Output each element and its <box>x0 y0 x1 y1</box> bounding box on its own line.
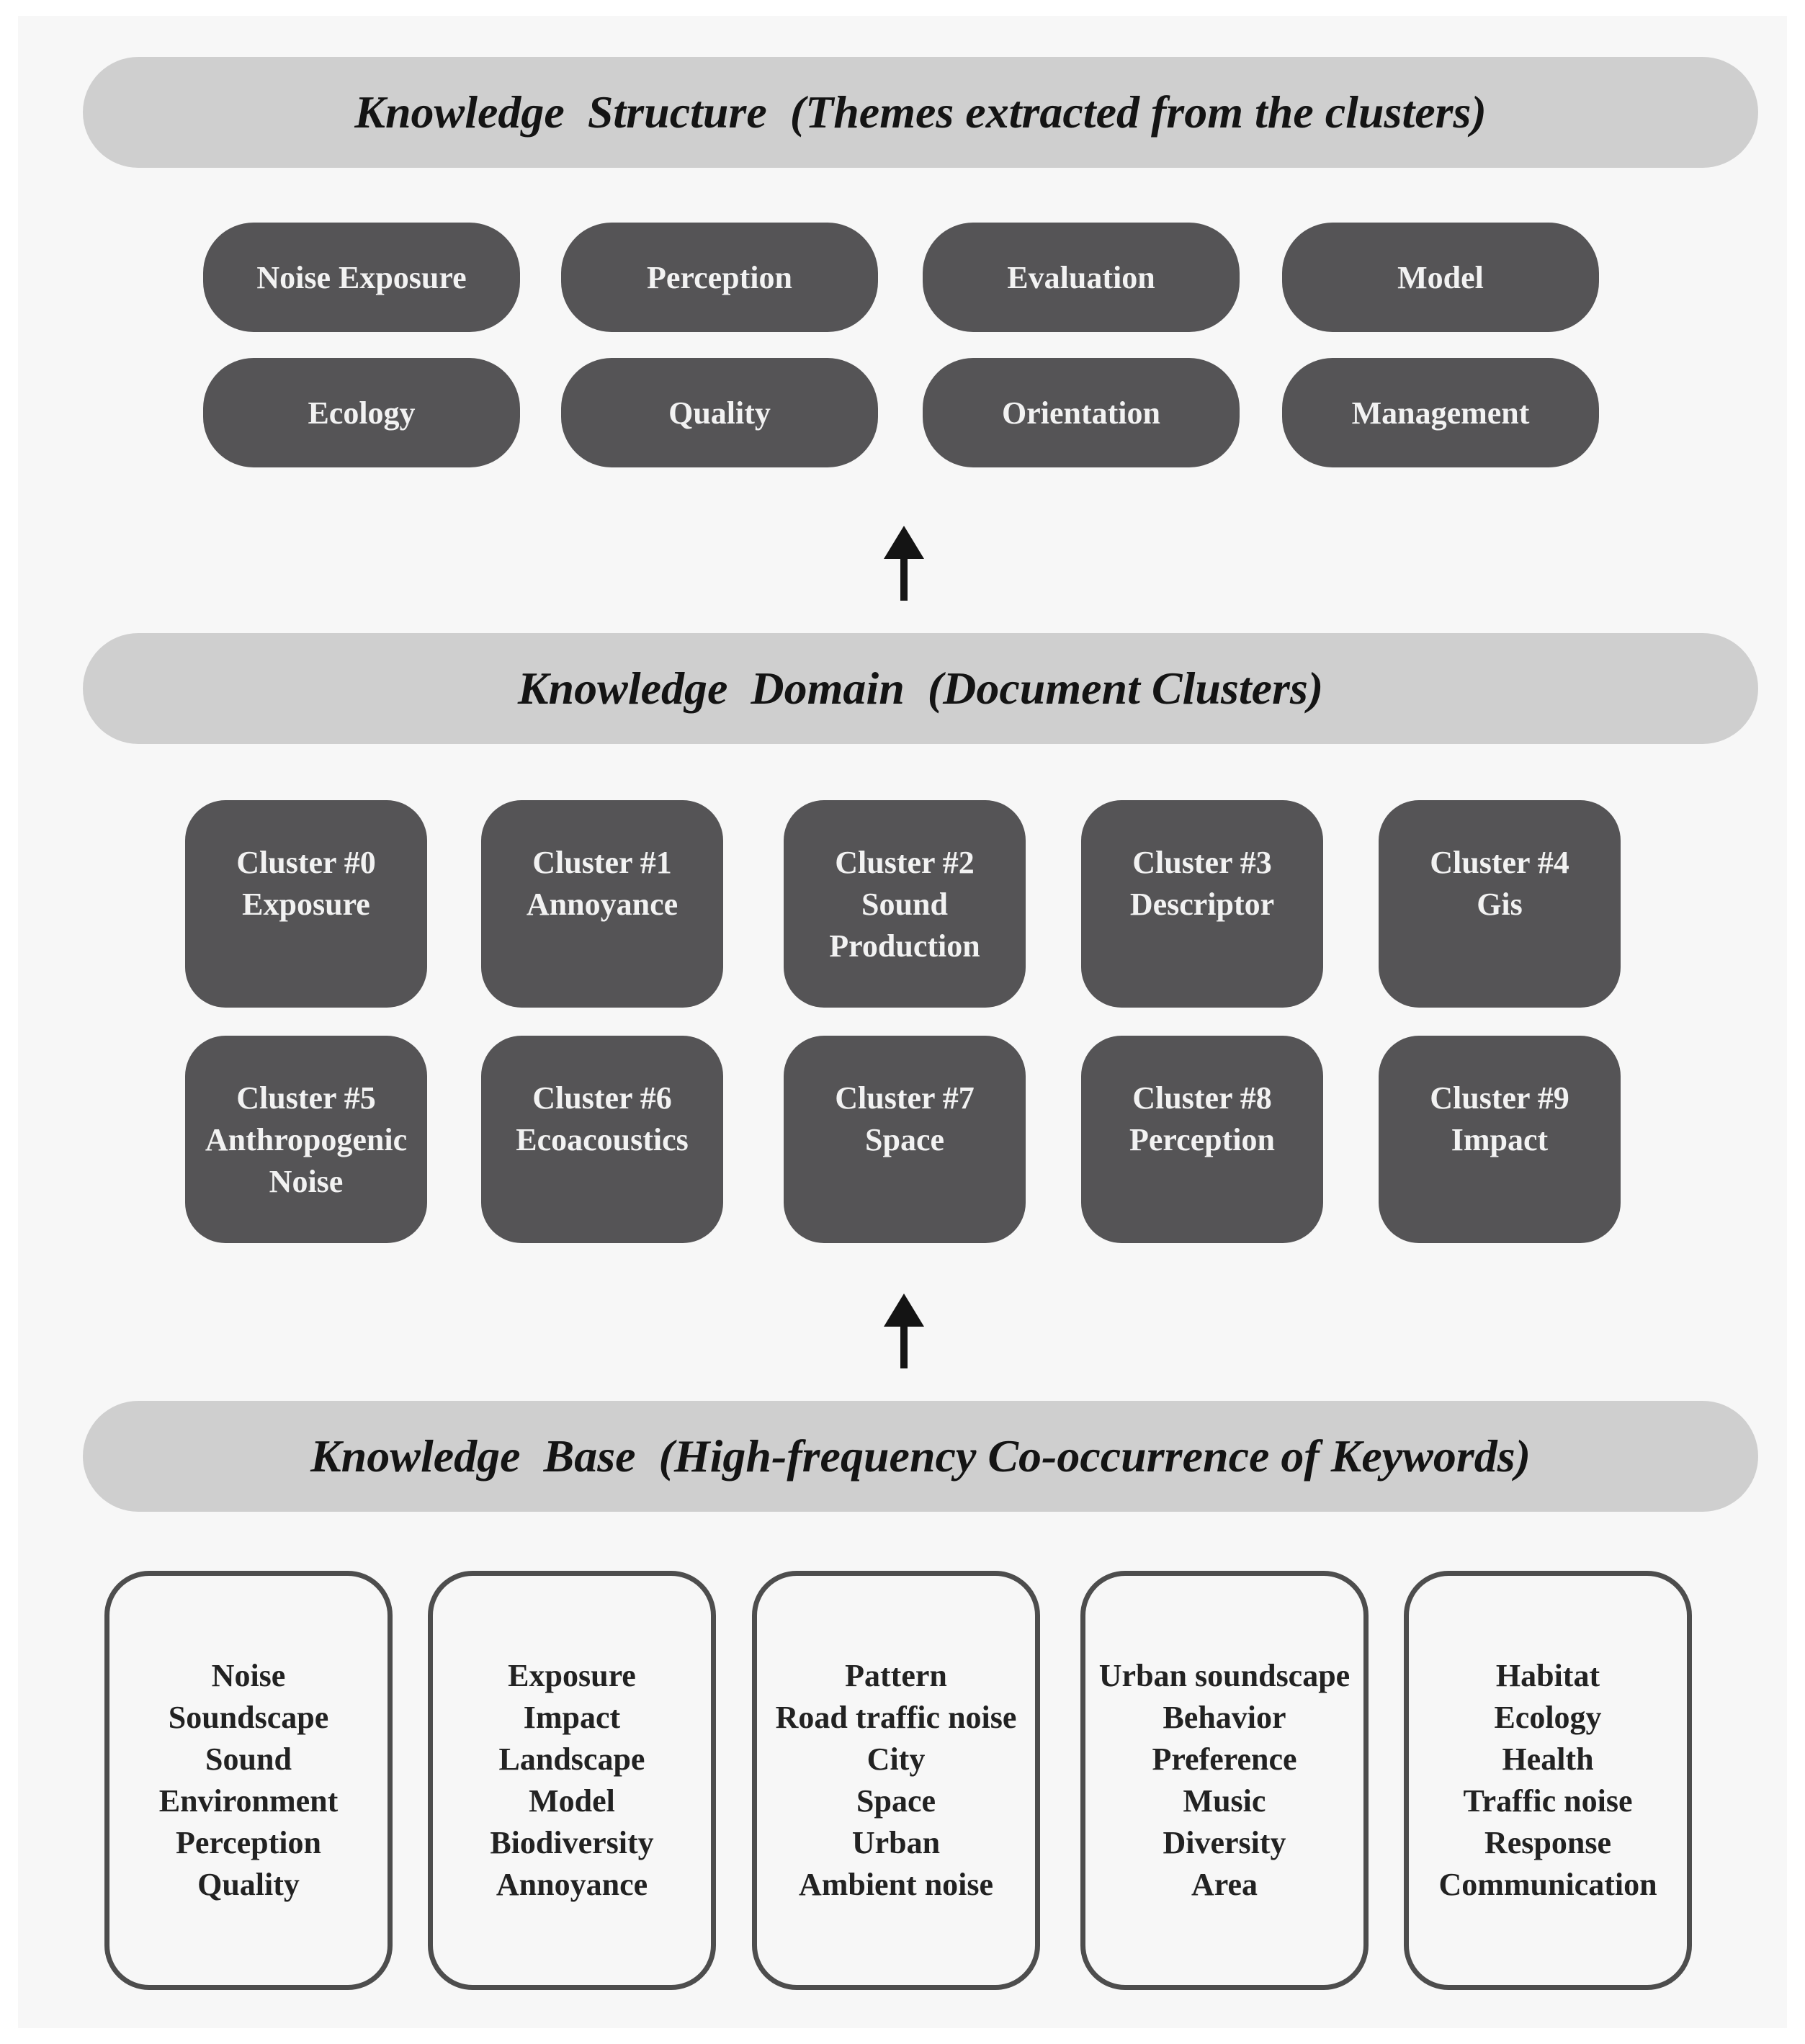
cluster-label: Sound <box>861 887 948 922</box>
keyword: Impact <box>523 1700 621 1735</box>
keyword-group-5: Habitat Ecology Health Traffic noise Res… <box>1404 1571 1692 1990</box>
keyword: Habitat <box>1495 1658 1600 1693</box>
keyword: Landscape <box>498 1742 645 1777</box>
keyword: Soundscape <box>168 1700 329 1735</box>
cluster-label: Descriptor <box>1129 887 1275 922</box>
cluster-label: Space <box>865 1122 944 1157</box>
theme-quality: Quality <box>561 358 878 467</box>
cluster-2: Cluster #2 Sound Production <box>784 800 1026 1008</box>
cluster-4: Cluster #4 Gis <box>1379 800 1621 1008</box>
cluster-id: Cluster #3 <box>1132 845 1272 880</box>
cluster-8: Cluster #8 Perception <box>1081 1036 1323 1243</box>
cluster-9: Cluster #9 Impact <box>1379 1036 1621 1243</box>
keyword: Environment <box>158 1783 339 1819</box>
knowledge-domain-band: Knowledge Domain (Document Clusters) <box>83 633 1758 744</box>
keyword: Urban soundscape <box>1098 1658 1351 1693</box>
cluster-label: Exposure <box>242 887 370 922</box>
keyword: Road traffic noise <box>775 1700 1017 1735</box>
cluster-label: Noise <box>269 1164 344 1199</box>
cluster-id: Cluster #7 <box>835 1080 975 1116</box>
keyword-group-2: Exposure Impact Landscape Model Biodiver… <box>428 1571 716 1990</box>
keyword-group-3: Pattern Road traffic noise City Space Ur… <box>752 1571 1040 1990</box>
keyword: Behavior <box>1163 1700 1286 1735</box>
keyword: Response <box>1484 1825 1612 1860</box>
keyword: Model <box>529 1783 615 1819</box>
keyword: Health <box>1502 1742 1594 1777</box>
cluster-0: Cluster #0 Exposure <box>185 800 427 1008</box>
keyword: Music <box>1183 1783 1266 1819</box>
cluster-label: Annoyance <box>526 887 678 922</box>
keyword: Communication <box>1438 1867 1657 1902</box>
keyword: Quality <box>197 1867 300 1902</box>
keyword: City <box>866 1742 926 1777</box>
cluster-id: Cluster #0 <box>236 845 376 880</box>
theme-noise-exposure: Noise Exposure <box>203 223 520 332</box>
keyword: Biodiversity <box>490 1825 654 1860</box>
theme-ecology: Ecology <box>203 358 520 467</box>
theme-perception: Perception <box>561 223 878 332</box>
keyword-group-1: Noise Soundscape Sound Environment Perce… <box>104 1571 393 1990</box>
keyword-group-4: Urban soundscape Behavior Preference Mus… <box>1080 1571 1369 1990</box>
keyword: Sound <box>205 1742 292 1777</box>
cluster-1: Cluster #1 Annoyance <box>481 800 723 1008</box>
keyword: Pattern <box>845 1658 947 1693</box>
knowledge-base-band: Knowledge Base (High-frequency Co-occurr… <box>83 1401 1758 1512</box>
theme-orientation: Orientation <box>923 358 1240 467</box>
keyword: Ambient noise <box>798 1867 994 1902</box>
cluster-label: Anthropogenic <box>205 1122 408 1157</box>
knowledge-structure-band: Knowledge Structure (Themes extracted fr… <box>83 57 1758 168</box>
cluster-id: Cluster #5 <box>236 1080 376 1116</box>
theme-management: Management <box>1282 358 1599 467</box>
cluster-5: Cluster #5 Anthropogenic Noise <box>185 1036 427 1243</box>
arrow-up-icon <box>884 1294 924 1368</box>
cluster-6: Cluster #6 Ecoacoustics <box>481 1036 723 1243</box>
cluster-id: Cluster #1 <box>532 845 672 880</box>
cluster-label: Production <box>829 928 980 964</box>
cluster-id: Cluster #2 <box>835 845 975 880</box>
cluster-id: Cluster #6 <box>532 1080 672 1116</box>
keyword: Urban <box>851 1825 941 1860</box>
keyword: Diversity <box>1163 1825 1286 1860</box>
cluster-7: Cluster #7 Space <box>784 1036 1026 1243</box>
cluster-id: Cluster #4 <box>1430 845 1569 880</box>
keyword: Preference <box>1152 1742 1297 1777</box>
theme-model: Model <box>1282 223 1599 332</box>
cluster-label: Impact <box>1451 1122 1549 1157</box>
keyword: Traffic noise <box>1463 1783 1633 1819</box>
cluster-label: Ecoacoustics <box>516 1122 689 1157</box>
keyword: Annoyance <box>496 1867 648 1902</box>
keyword: Exposure <box>508 1658 636 1693</box>
cluster-id: Cluster #8 <box>1132 1080 1272 1116</box>
cluster-label: Perception <box>1129 1122 1276 1157</box>
cluster-3: Cluster #3 Descriptor <box>1081 800 1323 1008</box>
keyword: Space <box>856 1783 936 1819</box>
diagram-canvas: Knowledge Structure (Themes extracted fr… <box>18 16 1787 2028</box>
cluster-label: Gis <box>1477 887 1523 922</box>
keyword: Perception <box>175 1825 322 1860</box>
keyword: Area <box>1191 1867 1258 1902</box>
arrow-up-icon <box>884 526 924 601</box>
theme-evaluation: Evaluation <box>923 223 1240 332</box>
cluster-id: Cluster #9 <box>1430 1080 1569 1116</box>
keyword: Noise <box>211 1658 286 1693</box>
keyword: Ecology <box>1494 1700 1602 1735</box>
